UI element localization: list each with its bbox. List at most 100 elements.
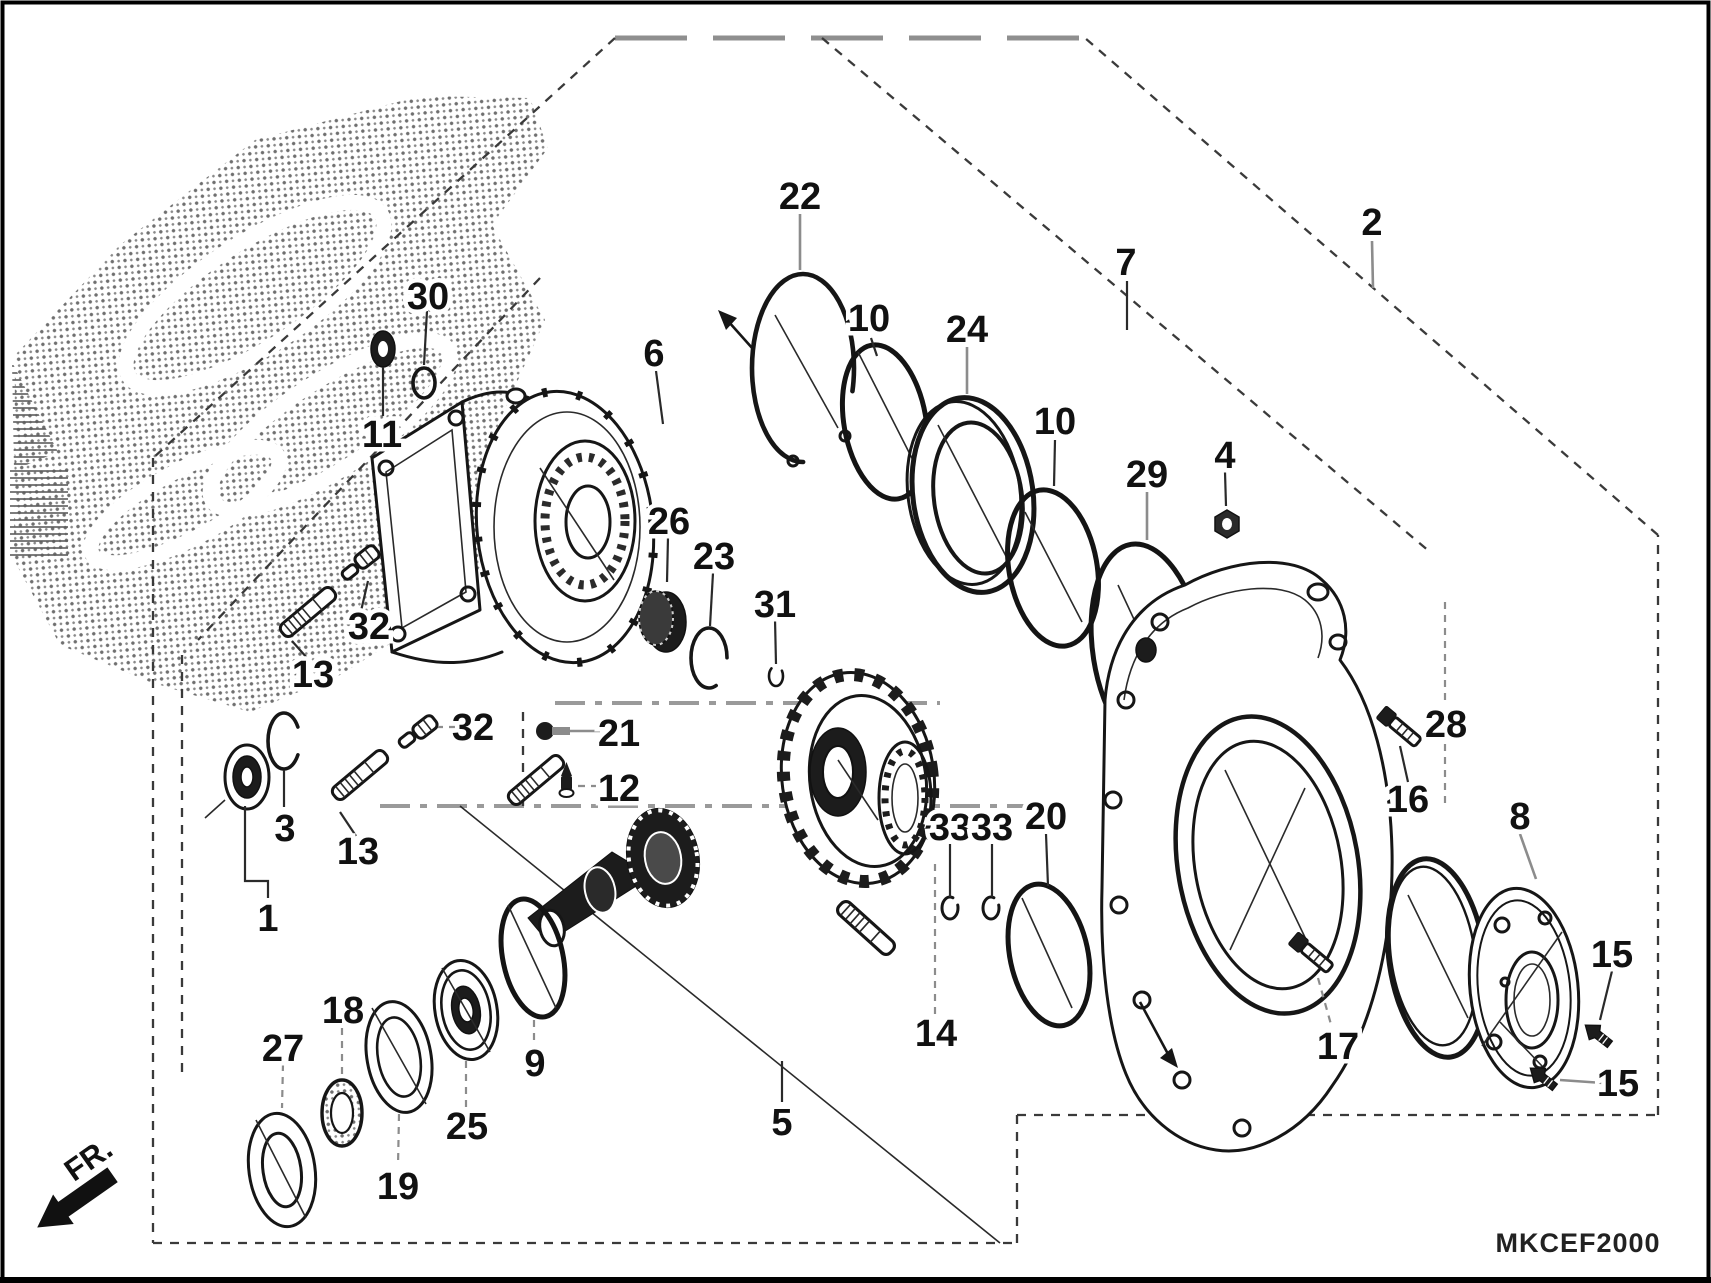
callout-32-35: 32	[452, 707, 494, 749]
leader-26-28	[665, 536, 670, 583]
callout-14-15: 14	[915, 1013, 957, 1055]
section-lines	[380, 701, 1062, 1244]
leader-2-1	[1370, 240, 1375, 289]
leader-10-10	[1052, 439, 1057, 487]
part-16-bolt	[1374, 704, 1425, 751]
leader-6-5	[654, 370, 665, 425]
callout-29-31: 29	[1126, 454, 1168, 496]
callout-16-18: 16	[1387, 779, 1429, 821]
leader-4-3	[1223, 471, 1228, 507]
swingarm-phantom-region	[10, 96, 548, 712]
callout-12-12: 12	[598, 768, 640, 810]
callout-15-16: 15	[1591, 934, 1633, 976]
callout-20-22: 20	[1025, 796, 1067, 838]
callout-23-25: 23	[693, 536, 735, 578]
callout-15-17: 15	[1597, 1063, 1639, 1105]
callout-8-7: 8	[1509, 796, 1530, 838]
phantom-boundary	[151, 35, 1660, 1245]
part-31-clip	[767, 664, 785, 688]
pinion-gear-assembly	[527, 807, 701, 948]
callout-21-23: 21	[598, 713, 640, 755]
leader-16-18	[1398, 745, 1410, 783]
part-25-bearing	[432, 958, 500, 1062]
part-30-oring	[411, 366, 437, 400]
callout-10-9: 10	[848, 298, 890, 340]
callout-2-1: 2	[1361, 202, 1382, 244]
callout-27-29: 27	[262, 1028, 304, 1070]
part-26-bushing	[638, 590, 687, 653]
callout-33-37: 33	[971, 807, 1013, 849]
callout-32-34: 32	[348, 606, 390, 648]
callout-24-26: 24	[946, 309, 988, 351]
leader-8-7	[1518, 833, 1538, 880]
diagram-code: MKCEF2000	[1495, 1228, 1660, 1258]
part-23-snap-ring	[689, 626, 729, 690]
pinion-stud	[504, 751, 568, 809]
callout-25-27: 25	[446, 1106, 488, 1148]
leader-31-33	[773, 618, 778, 665]
final-driven-gear	[776, 667, 940, 889]
leader-1-0	[243, 806, 270, 898]
callout-17-19: 17	[1317, 1026, 1359, 1068]
subassembly-5-line	[459, 805, 1001, 1244]
part-33-clip-b	[981, 895, 1001, 921]
callout-33-36: 33	[929, 807, 971, 849]
part-4-nut	[1214, 509, 1240, 539]
part-24-bearing-ring	[905, 395, 1037, 595]
part-22-circlip	[749, 271, 857, 468]
leader-23-25	[708, 572, 715, 627]
leader-27-29	[280, 1063, 285, 1109]
callout-13-13: 13	[292, 654, 334, 696]
leader-20-22	[1044, 833, 1050, 887]
part-13-stud-b	[328, 746, 392, 804]
assembly-axis-arrow-upper	[718, 310, 754, 350]
callout-18-20: 18	[322, 990, 364, 1032]
part-32-roller-set-b	[396, 712, 441, 751]
callout-5-4: 5	[771, 1102, 792, 1144]
callout-11-11: 11	[362, 414, 402, 456]
part-20-oring	[1005, 881, 1093, 1029]
assembly-axis-arrow-lower	[1138, 1001, 1178, 1068]
part-33-clip-a	[940, 895, 960, 921]
part-6-gear-case	[370, 386, 659, 668]
callout-28-30: 28	[1425, 704, 1467, 746]
fr-direction-arrow: FR.	[37, 1131, 119, 1228]
callout-31-33: 31	[754, 584, 796, 626]
part-8-driven-flange	[1467, 886, 1581, 1090]
leader-19-21	[396, 1113, 401, 1167]
leader-17-19	[1316, 977, 1334, 1029]
leader-13-13	[291, 640, 309, 660]
part-10-oring-b	[1005, 487, 1101, 649]
leader-lines	[243, 214, 1614, 1167]
part-11-grommet	[370, 330, 396, 368]
side-cover-plate	[1100, 560, 1394, 1153]
leader-13-14	[339, 811, 357, 837]
leader-15-16	[1598, 970, 1614, 1021]
part-27-washer	[246, 1111, 318, 1229]
leader-32-34	[359, 580, 370, 612]
boundary-part-2-line	[1084, 37, 1659, 536]
callout-10-10: 10	[1034, 401, 1076, 443]
callout-9-8: 9	[524, 1043, 545, 1085]
part-1-bearing	[204, 743, 271, 819]
callout-26-28: 26	[648, 501, 690, 543]
part-18-ring	[320, 1078, 364, 1148]
leader-30-32	[422, 310, 429, 366]
callout-numbers: 1234567891010111213131415151617181920212…	[253, 172, 1644, 1213]
callout-22-24: 22	[779, 176, 821, 218]
callout-30-32: 30	[407, 276, 449, 318]
callout-4-3: 4	[1214, 435, 1235, 477]
part-9-oring	[498, 896, 568, 1020]
callout-13-14: 13	[337, 831, 379, 873]
part-10-oring-a	[839, 342, 931, 502]
callout-7-6: 7	[1115, 242, 1136, 284]
callout-6-5: 6	[643, 333, 664, 375]
part-12-screw	[558, 762, 575, 798]
leader-10-9	[869, 337, 879, 357]
part-15-bolt-a	[1579, 1017, 1617, 1053]
leader-15-17	[1559, 1078, 1604, 1085]
part-19-seal	[364, 1000, 434, 1114]
callout-3-2: 3	[274, 808, 295, 850]
callout-1-0: 1	[257, 898, 278, 940]
